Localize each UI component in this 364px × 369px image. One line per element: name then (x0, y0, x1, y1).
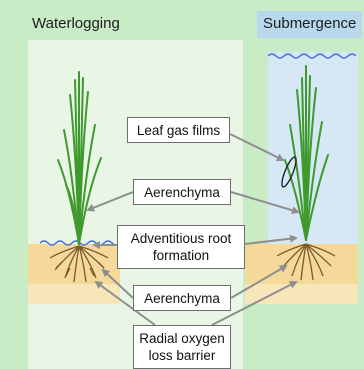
soil-left-fade (28, 284, 120, 304)
title-submergence: Submergence (257, 11, 362, 38)
label-adventitious-line1: Adventitious root (118, 230, 244, 247)
label-aerenchyma-top: Aerenchyma (133, 179, 231, 205)
label-aerenchyma-bottom-text: Aerenchyma (144, 291, 220, 306)
label-leaf-gas-films: Leaf gas films (127, 117, 230, 143)
label-adventitious-line2: formation (118, 247, 244, 264)
label-adventitious-root-formation: Adventitious root formation (117, 225, 245, 269)
label-rol-line1: Radial oxygen (134, 330, 230, 347)
label-radial-oxygen-loss-barrier: Radial oxygen loss barrier (133, 325, 231, 369)
label-leaf-gas-films-text: Leaf gas films (137, 123, 220, 138)
submergence-water (268, 52, 358, 252)
label-aerenchyma-bottom: Aerenchyma (133, 285, 231, 311)
label-aerenchyma-top-text: Aerenchyma (144, 185, 220, 200)
soil-right-fade (245, 284, 358, 304)
title-waterlogging: Waterlogging (32, 15, 120, 32)
label-rol-line2: loss barrier (134, 347, 230, 364)
